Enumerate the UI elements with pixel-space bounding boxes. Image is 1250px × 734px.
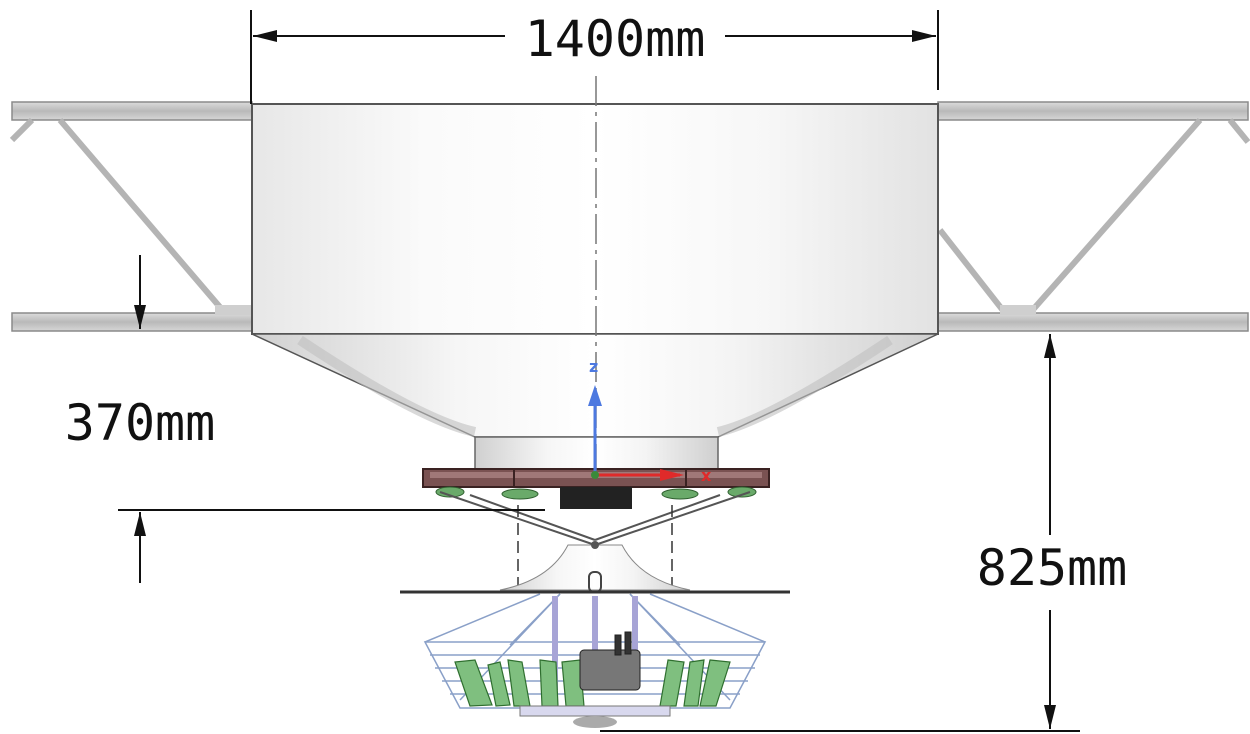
cage-basket <box>423 593 767 728</box>
truss-right <box>937 101 1250 332</box>
truss-left <box>9 101 253 332</box>
z-arrow-icon <box>588 385 602 406</box>
coordinate-axes: z x <box>588 357 712 485</box>
suspension-cables <box>439 491 751 546</box>
gap-dimension-label: 370mm <box>65 394 216 452</box>
origin-point <box>591 471 599 479</box>
z-axis-label: z <box>589 357 598 376</box>
height-dimension-label: 825mm <box>977 539 1128 597</box>
spreader-cone <box>400 541 790 594</box>
x-axis-label: x <box>701 466 712 485</box>
gap-dimension: 370mm <box>65 255 545 583</box>
motor-unit <box>579 631 641 691</box>
width-dimension-label: 1400mm <box>525 10 706 68</box>
height-dimension: 825mm <box>600 334 1128 732</box>
leaf-blades <box>454 659 731 707</box>
x-arrow-icon <box>660 469 684 481</box>
hopper-box <box>251 103 939 335</box>
width-dimension: 1400mm <box>250 10 939 104</box>
dashed-guides <box>517 505 673 592</box>
